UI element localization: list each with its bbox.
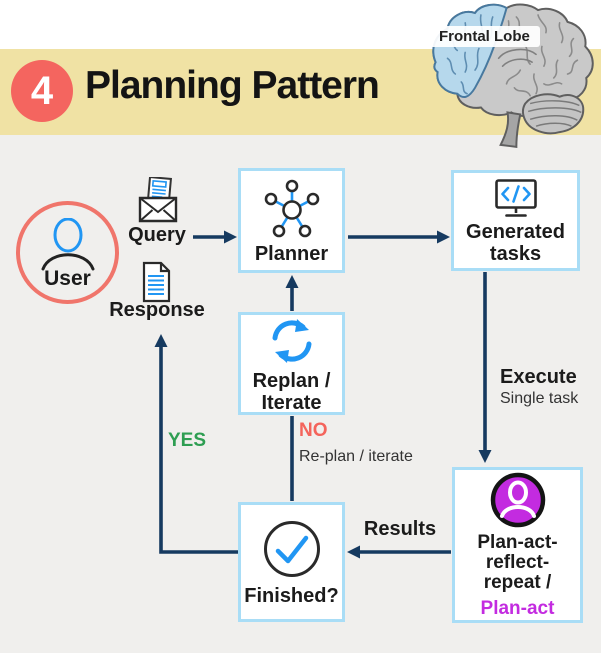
user-label: User bbox=[44, 267, 91, 290]
no-sublabel: Re-plan / iterate bbox=[299, 448, 413, 465]
results-label: Results bbox=[363, 518, 437, 540]
refresh-cycle-icon bbox=[272, 318, 311, 363]
query-label: Query bbox=[128, 224, 186, 246]
open-envelope-icon bbox=[138, 177, 178, 223]
yes-label: YES bbox=[168, 430, 207, 451]
finished-label: Finished? bbox=[244, 584, 339, 607]
agent-person-icon bbox=[490, 472, 545, 528]
user-node: User bbox=[16, 201, 119, 304]
plan-act-node: Plan-act- reflect- repeat / Plan-act bbox=[452, 467, 583, 623]
planner-node: Planner bbox=[238, 168, 345, 273]
network-hub-icon bbox=[264, 179, 319, 237]
response-label: Response bbox=[109, 299, 205, 321]
execute-sublabel: Single task bbox=[500, 390, 579, 407]
plan-act-highlight-label: Plan-act bbox=[480, 598, 555, 619]
step-number-badge: 4 bbox=[11, 60, 73, 122]
check-circle-icon bbox=[263, 520, 320, 577]
replan-label-line2: Iterate bbox=[261, 391, 322, 414]
page-title: Planning Pattern bbox=[85, 64, 380, 107]
planner-label: Planner bbox=[254, 242, 329, 265]
plan-act-label-line3: repeat / bbox=[483, 572, 552, 593]
replan-iterate-node: Replan / Iterate bbox=[238, 312, 345, 415]
plan-act-label-line2: reflect- bbox=[485, 552, 550, 573]
finished-node: Finished? bbox=[238, 502, 345, 622]
plan-act-label-line1: Plan-act- bbox=[477, 532, 558, 553]
code-monitor-icon bbox=[494, 178, 537, 217]
generated-tasks-node: Generated tasks bbox=[451, 170, 580, 271]
generated-tasks-label-line2: tasks bbox=[489, 242, 542, 265]
frontal-lobe-label: Frontal Lobe bbox=[429, 26, 540, 47]
execute-label: Execute bbox=[500, 366, 577, 388]
document-icon bbox=[142, 261, 172, 303]
generated-tasks-label-line1: Generated bbox=[466, 220, 565, 243]
no-label: NO bbox=[299, 420, 328, 441]
person-icon bbox=[41, 218, 94, 271]
replan-label-line1: Replan / bbox=[252, 369, 331, 392]
